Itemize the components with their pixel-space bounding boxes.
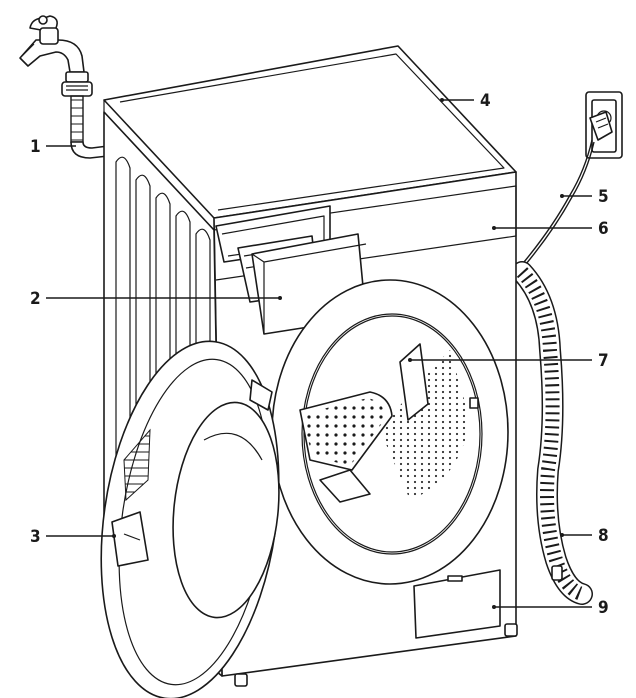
inlet-hose (70, 95, 109, 159)
foot-right (504, 623, 518, 637)
callout-label-6: 6 (598, 219, 609, 239)
drain-hose (511, 261, 593, 605)
open-door (100, 340, 280, 698)
power-cord (523, 139, 593, 263)
callout-label-1: 1 (30, 137, 41, 157)
service-flap (413, 569, 501, 639)
callout-label-9: 9 (598, 598, 609, 618)
callout-label-8: 8 (598, 526, 609, 546)
callout-label-5: 5 (598, 187, 609, 207)
callout-label-7: 7 (598, 351, 609, 371)
control-panel (213, 185, 517, 281)
callout-label-4: 4 (480, 91, 491, 111)
callout-label-3: 3 (30, 527, 41, 547)
drum (299, 315, 481, 553)
foot-left (234, 673, 248, 687)
water-tap (19, 15, 93, 97)
wall-socket (585, 91, 623, 159)
door-lock (469, 397, 479, 409)
callout-label-2: 2 (30, 289, 41, 309)
